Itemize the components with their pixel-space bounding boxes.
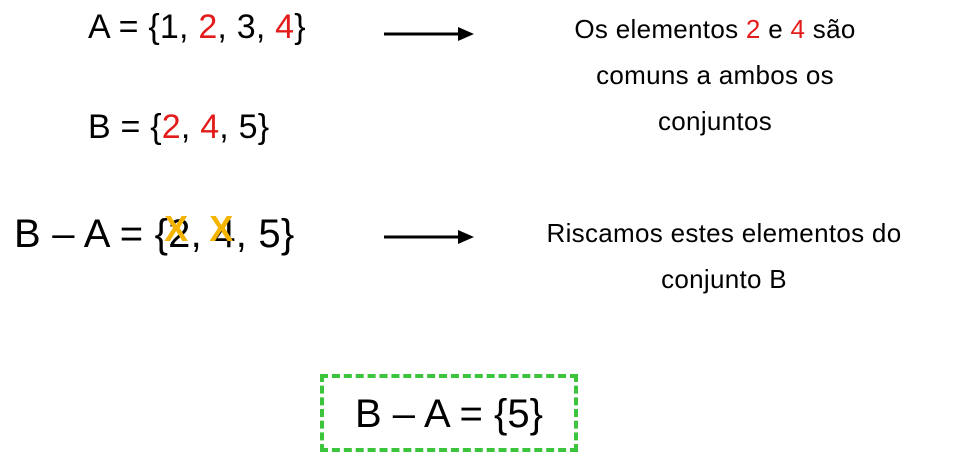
difference-separator: ,	[190, 212, 214, 256]
note-text: e	[760, 14, 791, 44]
difference-separator: ,	[235, 212, 259, 256]
strike-x-icon: X	[164, 208, 189, 249]
difference-closing-brace: }	[280, 212, 295, 256]
note-highlight-number: 4	[790, 14, 806, 44]
difference-label: B – A = {	[14, 212, 169, 256]
result-expression: B – A = {5}	[355, 392, 543, 436]
note-line-1: Os elementos 2 e 4 são	[520, 6, 910, 52]
note-line-2: comuns a ambos os	[596, 60, 834, 90]
set-a-separator: ,	[179, 8, 199, 46]
set-b-element-2: 4	[200, 108, 220, 146]
set-a-closing-brace: }	[294, 8, 306, 46]
set-b-expression: B = {2, 4, 5}	[88, 108, 269, 147]
note-text: Os elementos	[574, 14, 746, 44]
set-a-expression: A = {1, 2, 3, 4}	[88, 8, 306, 47]
set-a-label: A = {	[88, 8, 160, 46]
struck-element-value: 4	[213, 212, 236, 256]
set-b-separator: ,	[219, 108, 239, 146]
set-a-element-1: 1	[159, 8, 180, 46]
note-line-1: Riscamos estes elementos do	[546, 218, 902, 248]
difference-element-3: 5	[258, 212, 281, 256]
set-b-element-1: 2	[161, 108, 181, 146]
arrow-right-icon	[384, 27, 474, 41]
strike-explanation-note: Riscamos estes elementos do conjunto B	[512, 210, 936, 302]
set-a-element-2: 2	[198, 8, 218, 46]
set-b-label: B = {	[88, 108, 162, 146]
note-line-3: conjuntos	[658, 106, 772, 136]
note-highlight-number: 2	[745, 14, 761, 44]
set-a-element-4: 4	[275, 8, 295, 46]
arrow-right-icon	[384, 230, 474, 244]
set-b-closing-brace: }	[257, 108, 270, 146]
set-a-element-3: 3	[236, 8, 256, 46]
set-a-separator: ,	[255, 8, 276, 46]
note-text: são	[805, 14, 856, 44]
common-elements-note: Os elementos 2 e 4 são comuns a ambos os…	[520, 6, 910, 144]
strike-x-icon: X	[209, 208, 234, 249]
set-b-element-3: 5	[238, 108, 258, 146]
set-a-separator: ,	[217, 8, 237, 46]
struck-element-value: 2	[168, 212, 191, 256]
note-line-2: conjunto B	[661, 264, 787, 294]
result-box: B – A = {5}	[320, 374, 578, 452]
set-b-separator: ,	[180, 108, 201, 146]
